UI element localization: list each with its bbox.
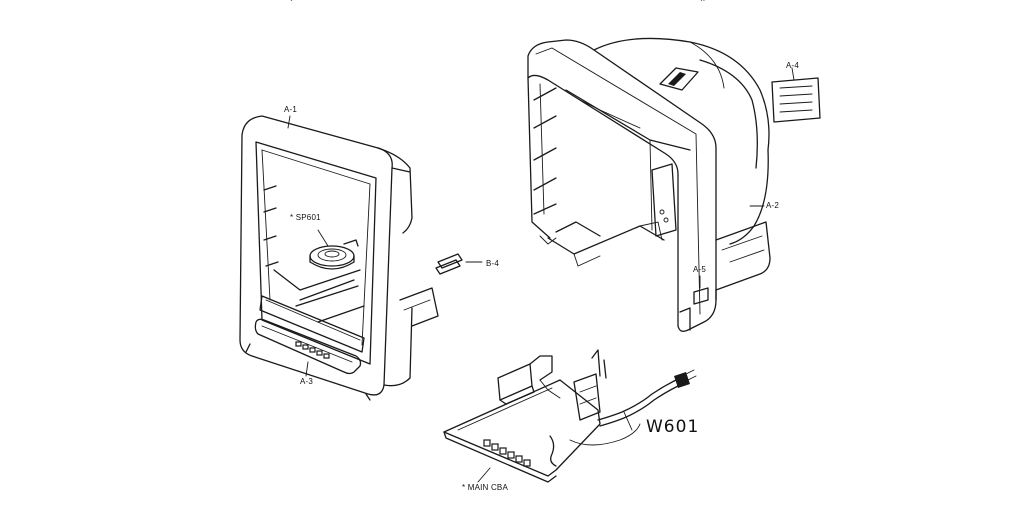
label-sp601: * SP601: [290, 213, 321, 222]
label-b4: B-4: [486, 259, 499, 268]
label-a3: A-3: [300, 377, 313, 386]
top-fragment-left: ·: [290, 0, 293, 5]
label-a2: A-2: [766, 201, 779, 210]
label-main-cba: * MAIN CBA: [462, 483, 508, 492]
top-fragment-right: ··: [700, 0, 705, 5]
leader-a3: [305, 361, 309, 377]
label-w601: W601: [646, 417, 699, 437]
labels: A-1 * SP601 A-3 B-4 A-4 A-2 A-5 * MAIN C…: [284, 61, 799, 492]
label-a4: A-4: [786, 61, 799, 70]
leader-a1: [287, 115, 291, 129]
rear-cabinet: [527, 37, 771, 332]
leader-main-cba: [477, 467, 491, 483]
label-a1: A-1: [284, 105, 297, 114]
front-cabinet: [239, 115, 439, 401]
speaker-sp601: [309, 229, 359, 270]
part-b4: [435, 253, 483, 275]
main-cba-board: [443, 349, 697, 483]
part-a4: [771, 67, 821, 123]
label-a5: A-5: [693, 265, 706, 274]
